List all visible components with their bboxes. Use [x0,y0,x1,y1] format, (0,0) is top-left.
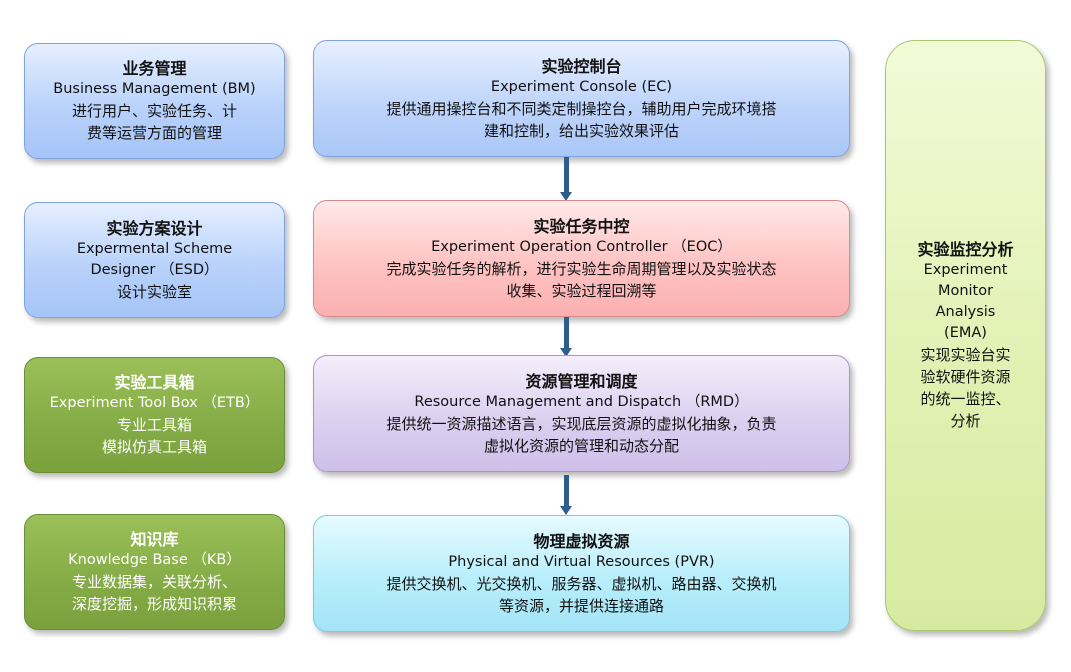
ec-desc-line-2: 建和控制，给出实验效果评估 [483,121,679,140]
etb-title: 实验工具箱 [114,373,195,392]
experiment-toolbox-box: 实验工具箱 Experiment Tool Box （ETB） 专业工具箱 模拟… [24,357,285,473]
ema-desc-line-2: 验软硬件资源 [920,368,1011,386]
bm-english: Business Management (BM) [53,81,256,97]
etb-desc-line-2: 模拟仿真工具箱 [101,438,207,456]
kb-desc-line-2: 深度挖掘，形成知识积累 [71,595,237,613]
rmd-desc-line-1: 提供统一资源描述语言，实现底层资源的虚拟化抽象，负责 [386,414,777,433]
arrow-down-1 [560,157,572,201]
esd-title: 实验方案设计 [106,218,203,238]
rmd-desc-line-2: 虚拟化资源的管理和动态分配 [483,436,679,455]
pvr-english: Physical and Virtual Resources (PVR) [448,553,715,570]
etb-desc-line-1: 专业工具箱 [116,416,192,434]
kb-desc-line-1: 专业数据集，关联分析、 [71,573,237,591]
resource-management-dispatch-box: 资源管理和调度 Resource Management and Dispatch… [313,355,850,472]
kb-english: Knowledge Base （KB） [68,552,241,568]
experimental-scheme-designer-box: 实验方案设计 Expermental Scheme Designer （ESD）… [24,202,285,318]
ema-english-line-2: Monitor [937,283,994,299]
experiment-monitor-analysis-box: 实验监控分析 Experiment Monitor Analysis (EMA)… [885,40,1046,631]
ema-desc-line-3: 的统一监控、 [920,390,1011,408]
experiment-console-box: 实验控制台 Experiment Console (EC) 提供通用操控台和不同… [313,40,850,157]
physical-virtual-resources-box: 物理虚拟资源 Physical and Virtual Resources (P… [313,515,850,632]
etb-english: Experiment Tool Box （ETB） [49,395,260,411]
eoc-desc-line-1: 完成实验任务的解析，进行实验生命周期管理以及实验状态 [386,259,777,278]
knowledge-base-box: 知识库 Knowledge Base （KB） 专业数据集，关联分析、 深度挖掘… [24,514,285,630]
bm-desc-line-1: 进行用户、实验任务、计 [71,102,237,120]
arrow-down-2 [560,317,572,357]
esd-english-line-1: Expermental Scheme [76,240,233,257]
bm-title: 业务管理 [122,59,187,78]
kb-title: 知识库 [130,530,179,549]
ema-english-line-1: Experiment [923,262,1008,278]
business-management-box: 业务管理 Business Management (BM) 进行用户、实验任务、… [24,43,285,159]
experiment-operation-controller-box: 实验任务中控 Experiment Operation Controller （… [313,200,850,317]
arrow-down-3 [560,475,572,515]
ec-title: 实验控制台 [541,56,622,76]
pvr-desc-line-2: 等资源，并提供连接通路 [498,596,664,615]
ema-title: 实验监控分析 [917,240,1014,259]
eoc-desc-line-2: 收集、实验过程回溯等 [506,281,657,300]
pvr-desc-line-1: 提供交换机、光交换机、服务器、虚拟机、路由器、交换机 [386,574,777,593]
bm-desc-line-2: 费等运营方面的管理 [86,124,222,142]
eoc-english: Experiment Operation Controller （EOC） [431,238,732,255]
ema-desc-line-4: 分析 [950,412,981,430]
esd-english-line-2: Designer （ESD） [90,261,219,278]
ec-english: Experiment Console (EC) [490,78,673,95]
ema-english-line-4: (EMA) [944,325,987,341]
ec-desc-line-1: 提供通用操控台和不同类定制操控台，辅助用户完成环境搭 [386,99,777,118]
rmd-english: Resource Management and Dispatch （RMD） [414,393,749,410]
eoc-title: 实验任务中控 [533,216,630,236]
esd-desc: 设计实验室 [116,282,192,301]
ema-english-line-3: Analysis [935,304,996,320]
pvr-title: 物理虚拟资源 [533,531,630,551]
rmd-title: 资源管理和调度 [525,371,638,391]
ema-desc-line-1: 实现实验台实 [920,346,1011,364]
